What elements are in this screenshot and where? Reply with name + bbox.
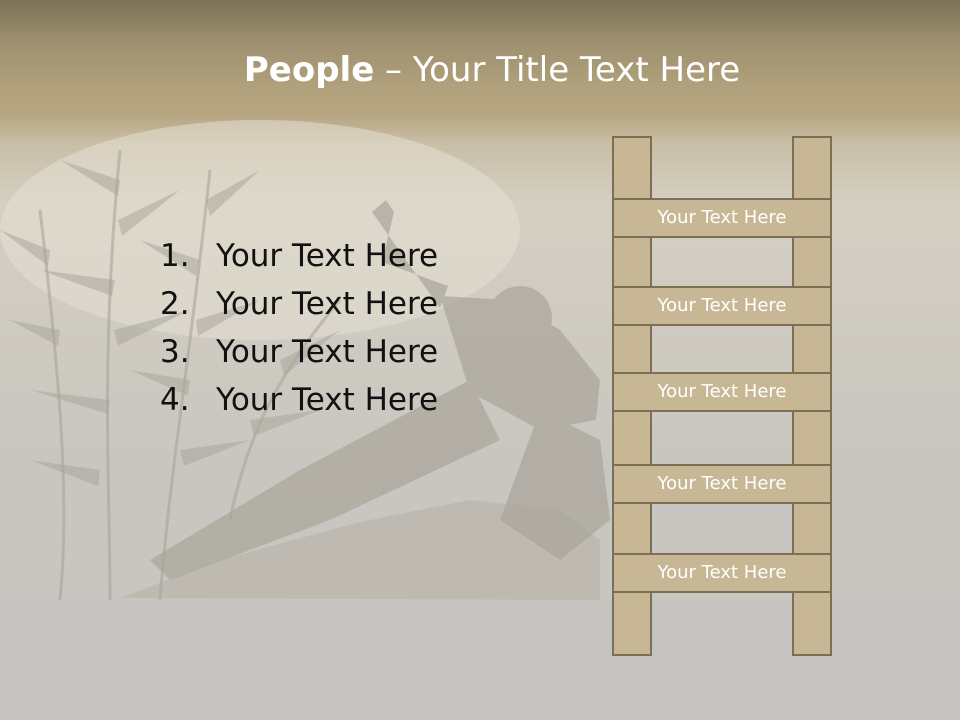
list-number: 1. (160, 238, 190, 274)
list-item: 2. Your Text Here (160, 280, 438, 328)
bamboo-leaves (0, 160, 340, 486)
list-item: 4. Your Text Here (160, 376, 438, 424)
list-number: 4. (160, 382, 190, 418)
list-text: Your Text Here (216, 334, 439, 370)
list-text: Your Text Here (216, 286, 439, 322)
list-number: 3. (160, 334, 190, 370)
slide-title: People – Your Title Text Here (0, 50, 960, 90)
ladder-step-3: Your Text Here (612, 372, 832, 412)
title-bold: People (243, 50, 375, 90)
ground-shape (0, 600, 960, 720)
ladder-step-4: Your Text Here (612, 464, 832, 504)
list-item: 3. Your Text Here (160, 328, 438, 376)
cloud-glow (0, 120, 520, 340)
title-rest: – Your Title Text Here (374, 50, 741, 90)
list-number: 2. (160, 286, 190, 322)
ladder-step-1: Your Text Here (612, 198, 832, 238)
list-item: 1. Your Text Here (160, 232, 438, 280)
list-text: Your Text Here (216, 238, 439, 274)
martial-artist-silhouette (150, 200, 610, 580)
ladder-step-5: Your Text Here (612, 553, 832, 593)
list-text: Your Text Here (216, 382, 439, 418)
rock-shape (120, 500, 600, 600)
numbered-list: 1. Your Text Here 2. Your Text Here 3. Your… (160, 232, 438, 424)
ladder-step-2: Your Text Here (612, 286, 832, 326)
